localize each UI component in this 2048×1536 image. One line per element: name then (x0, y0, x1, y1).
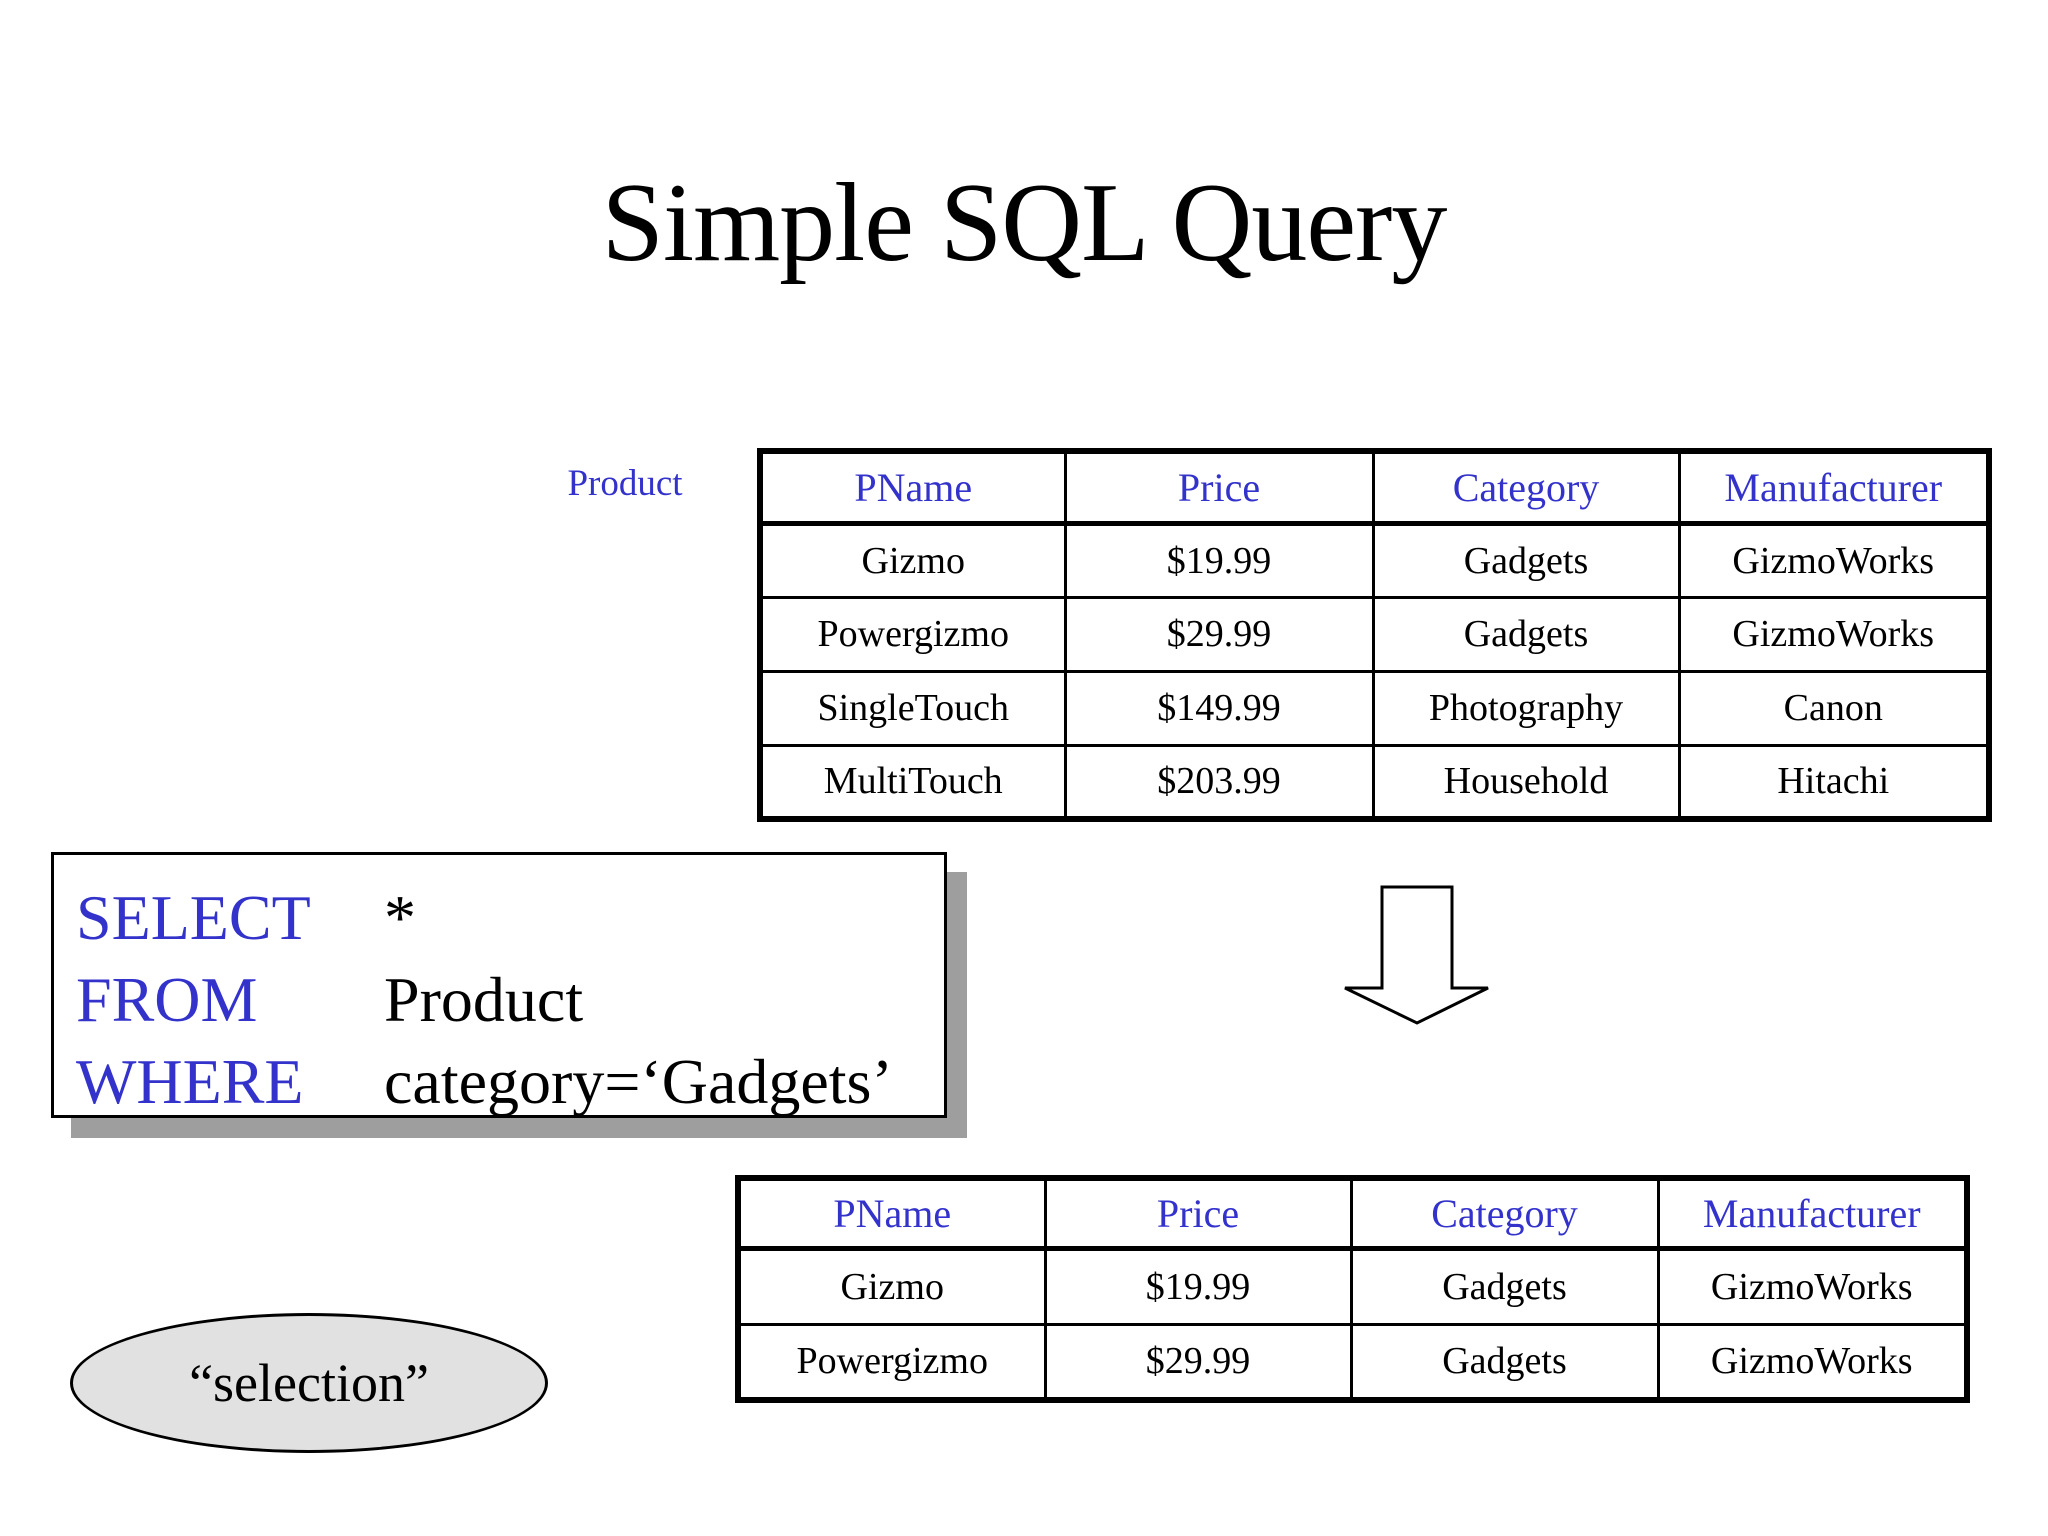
table-cell: GizmoWorks (1656, 1246, 1969, 1326)
table-cell: Gadgets (1349, 1322, 1660, 1402)
sql-line-from: FROM Product (76, 959, 944, 1041)
table-cell: Canon (1677, 669, 1991, 747)
sql-query-box: SELECT * FROM Product WHERE category=‘Ga… (51, 852, 947, 1118)
sql-line-where: WHERE category=‘Gadgets’ (76, 1041, 944, 1123)
column-header-pname: PName (736, 1176, 1047, 1251)
table-row: Powergizmo $29.99 Gadgets GizmoWorks (736, 1322, 1969, 1402)
table-cell: GizmoWorks (1677, 595, 1991, 673)
column-header-manufacturer: Manufacturer (1677, 449, 1991, 526)
product-table-label: Product (567, 463, 683, 504)
column-header-price: Price (1063, 449, 1375, 526)
table-cell: Powergizmo (758, 595, 1067, 673)
table-row: SingleTouch $149.99 Photography Canon (758, 669, 1991, 747)
product-table-header-row: PName Price Category Manufacturer (758, 449, 1991, 526)
sql-argument-where: category=‘Gadgets’ (384, 1046, 893, 1117)
table-row: Gizmo $19.99 Gadgets GizmoWorks (758, 521, 1991, 599)
page-title: Simple SQL Query (601, 161, 1448, 285)
result-table-header-row: PName Price Category Manufacturer (736, 1176, 1969, 1251)
table-cell: Gizmo (758, 521, 1067, 599)
table-cell: Gizmo (736, 1246, 1047, 1326)
sql-argument-from: Product (384, 964, 584, 1035)
sql-keyword-where: WHERE (76, 1046, 304, 1117)
selection-label: “selection” (189, 1353, 429, 1413)
table-row: MultiTouch $203.99 Household Hitachi (758, 743, 1991, 821)
selection-ellipse: “selection” (70, 1313, 548, 1453)
table-row: Gizmo $19.99 Gadgets GizmoWorks (736, 1246, 1969, 1326)
sql-keyword-from: FROM (76, 964, 258, 1035)
table-cell: GizmoWorks (1656, 1322, 1969, 1402)
table-cell: Photography (1371, 669, 1681, 747)
table-cell: Hitachi (1677, 743, 1991, 821)
sql-line-select: SELECT * (76, 877, 944, 959)
column-header-category: Category (1371, 449, 1681, 526)
table-cell: Gadgets (1371, 595, 1681, 673)
sql-argument-select: * (384, 882, 416, 953)
table-cell: MultiTouch (758, 743, 1067, 821)
down-arrow-icon (1340, 882, 1494, 1030)
sql-keyword-select: SELECT (76, 882, 311, 953)
table-cell: Gadgets (1371, 521, 1681, 599)
table-cell: GizmoWorks (1677, 521, 1991, 599)
column-header-pname: PName (758, 449, 1067, 526)
table-cell: $149.99 (1063, 669, 1375, 747)
table-cell: $29.99 (1063, 595, 1375, 673)
table-cell: $19.99 (1063, 521, 1375, 599)
table-cell: SingleTouch (758, 669, 1067, 747)
column-header-manufacturer: Manufacturer (1656, 1176, 1969, 1251)
table-cell: Household (1371, 743, 1681, 821)
column-header-category: Category (1349, 1176, 1660, 1251)
result-table: PName Price Category Manufacturer Gizmo … (735, 1175, 1970, 1403)
column-header-price: Price (1043, 1176, 1353, 1251)
table-cell: Powergizmo (736, 1322, 1047, 1402)
table-cell: Gadgets (1349, 1246, 1660, 1326)
table-cell: $29.99 (1043, 1322, 1353, 1402)
product-table: PName Price Category Manufacturer Gizmo … (757, 448, 1992, 822)
table-row: Powergizmo $29.99 Gadgets GizmoWorks (758, 595, 1991, 673)
table-cell: $19.99 (1043, 1246, 1353, 1326)
table-cell: $203.99 (1063, 743, 1375, 821)
